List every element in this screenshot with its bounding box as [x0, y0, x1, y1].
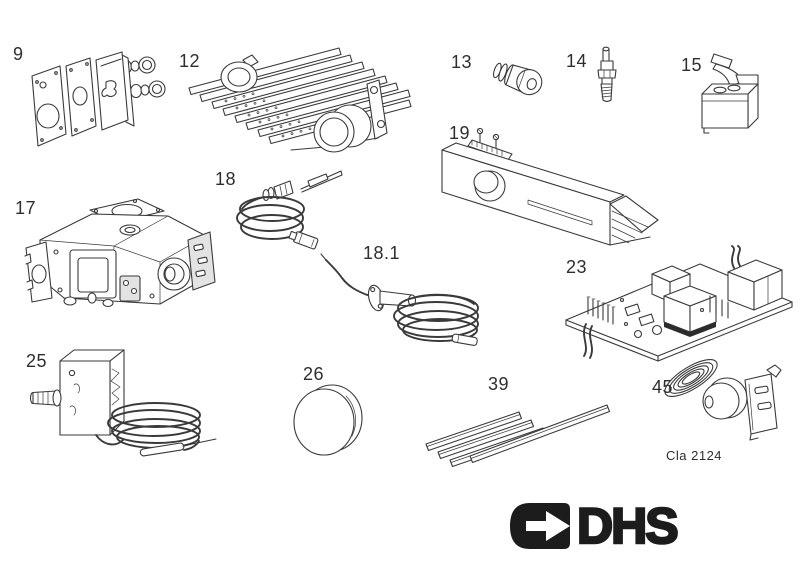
part-group-9: 9	[10, 40, 168, 155]
part-group-18-1: 18.1	[316, 236, 490, 350]
drawing-code: Cla 2124	[666, 448, 723, 463]
part-group-23: 23	[560, 244, 800, 362]
part-group-45: 45	[643, 350, 799, 442]
part-number-18-1: 18.1	[363, 243, 401, 263]
part-group-25: 25	[20, 343, 222, 465]
part-number-18: 18	[215, 169, 237, 189]
control-panel-drawing	[441, 127, 659, 246]
part-group-15: 15	[678, 48, 773, 136]
gasket-plate-set-drawing	[31, 51, 166, 147]
part-number-17: 17	[15, 198, 37, 218]
cover-cap-drawing	[293, 384, 363, 456]
part-number-13: 13	[451, 52, 473, 72]
fan-wheel-drawing	[664, 359, 782, 441]
ignition-electrode-drawing	[320, 253, 479, 346]
part-number-14: 14	[566, 51, 588, 71]
part-number-26: 26	[303, 364, 325, 384]
part-group-26: 26	[288, 356, 372, 466]
part-group-39: 39	[418, 362, 618, 472]
part-group-12: 12	[173, 40, 413, 158]
part-number-9: 9	[13, 44, 24, 64]
part-number-19: 19	[449, 123, 471, 143]
part-number-45: 45	[652, 377, 674, 397]
burner-assembly-drawing	[188, 47, 412, 153]
part-group-17: 17	[12, 190, 222, 322]
part-number-23: 23	[566, 257, 588, 277]
part-number-15: 15	[681, 55, 703, 75]
part-group-13: 13	[448, 48, 543, 110]
part-number-12: 12	[179, 51, 201, 71]
sealing-strips-drawing	[425, 404, 611, 468]
piezo-igniter-drawing	[701, 53, 759, 134]
dhs-arrow-logo-icon	[510, 503, 570, 549]
electrode-drawing	[597, 46, 617, 103]
part-group-19: 19	[432, 116, 659, 250]
part-number-25: 25	[26, 351, 48, 371]
part-group-14: 14	[562, 45, 624, 107]
control-pcb-drawing	[565, 245, 793, 362]
injector-nozzle-drawing	[492, 62, 543, 96]
dhs-logo: DHS	[506, 498, 680, 554]
thermocouple-drawing	[236, 170, 343, 250]
thermostat-drawing	[29, 349, 217, 457]
gas-control-valve-drawing	[24, 198, 216, 308]
brand-text: DHS	[576, 498, 680, 554]
part-number-39: 39	[488, 374, 510, 394]
part-group-18: 18	[212, 163, 350, 255]
